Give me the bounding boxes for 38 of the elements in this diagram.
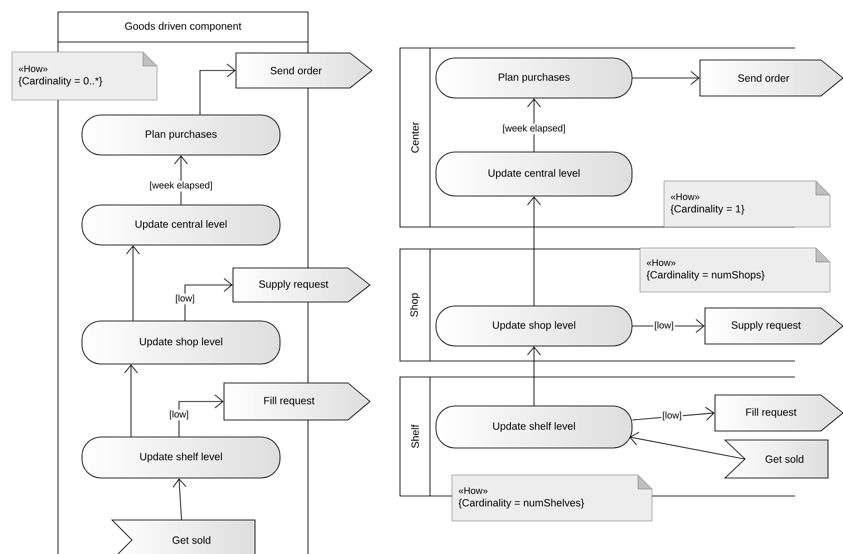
arrow [172, 478, 186, 520]
note-box: «How» {Cardinality = numShelves} [452, 474, 652, 522]
action-box: Update central level [82, 204, 280, 246]
arrow [124, 364, 138, 437]
arrow [527, 196, 541, 306]
action-box: Update shop level [82, 320, 280, 364]
edge-label: [low] [168, 410, 190, 420]
arrow [200, 64, 236, 115]
edge-label: [week elapsed] [501, 124, 567, 134]
edge-label: [week elapsed] [148, 180, 214, 192]
arrow [178, 394, 224, 437]
edge-label: [low] [661, 410, 683, 422]
action-box: Update shelf level [436, 406, 632, 448]
arrow [527, 346, 541, 406]
arrow [632, 406, 715, 421]
send-signal-box: Supply request [704, 308, 843, 344]
action-box: Plan purchases [436, 58, 632, 98]
note-box: «How» {Cardinality = numShops} [640, 248, 830, 292]
arrow [126, 245, 140, 321]
send-signal-box: Send order [700, 60, 843, 96]
arrow [184, 278, 233, 321]
action-box: Plan purchases [82, 114, 280, 156]
note-box: «How» {Cardinality = 0..*} [12, 52, 158, 100]
accept-event-box: Get sold [724, 440, 828, 478]
action-box: Update central level [436, 152, 632, 196]
action-box: Update shop level [436, 306, 632, 346]
send-signal-box: Send order [236, 52, 373, 88]
send-signal-box: Supply request [232, 268, 371, 302]
action-box: Update shelf level [82, 436, 280, 478]
edge-label: [low] [174, 294, 196, 304]
send-signal-box: Fill request [714, 394, 843, 432]
arrow [632, 71, 700, 85]
arrow [632, 319, 705, 333]
edge-label: [low] [653, 320, 675, 332]
note-box: «How» {Cardinality = 1} [664, 180, 830, 228]
send-signal-box: Fill request [224, 382, 371, 420]
accept-event-box: Get sold [111, 520, 256, 554]
arrow [629, 432, 745, 460]
